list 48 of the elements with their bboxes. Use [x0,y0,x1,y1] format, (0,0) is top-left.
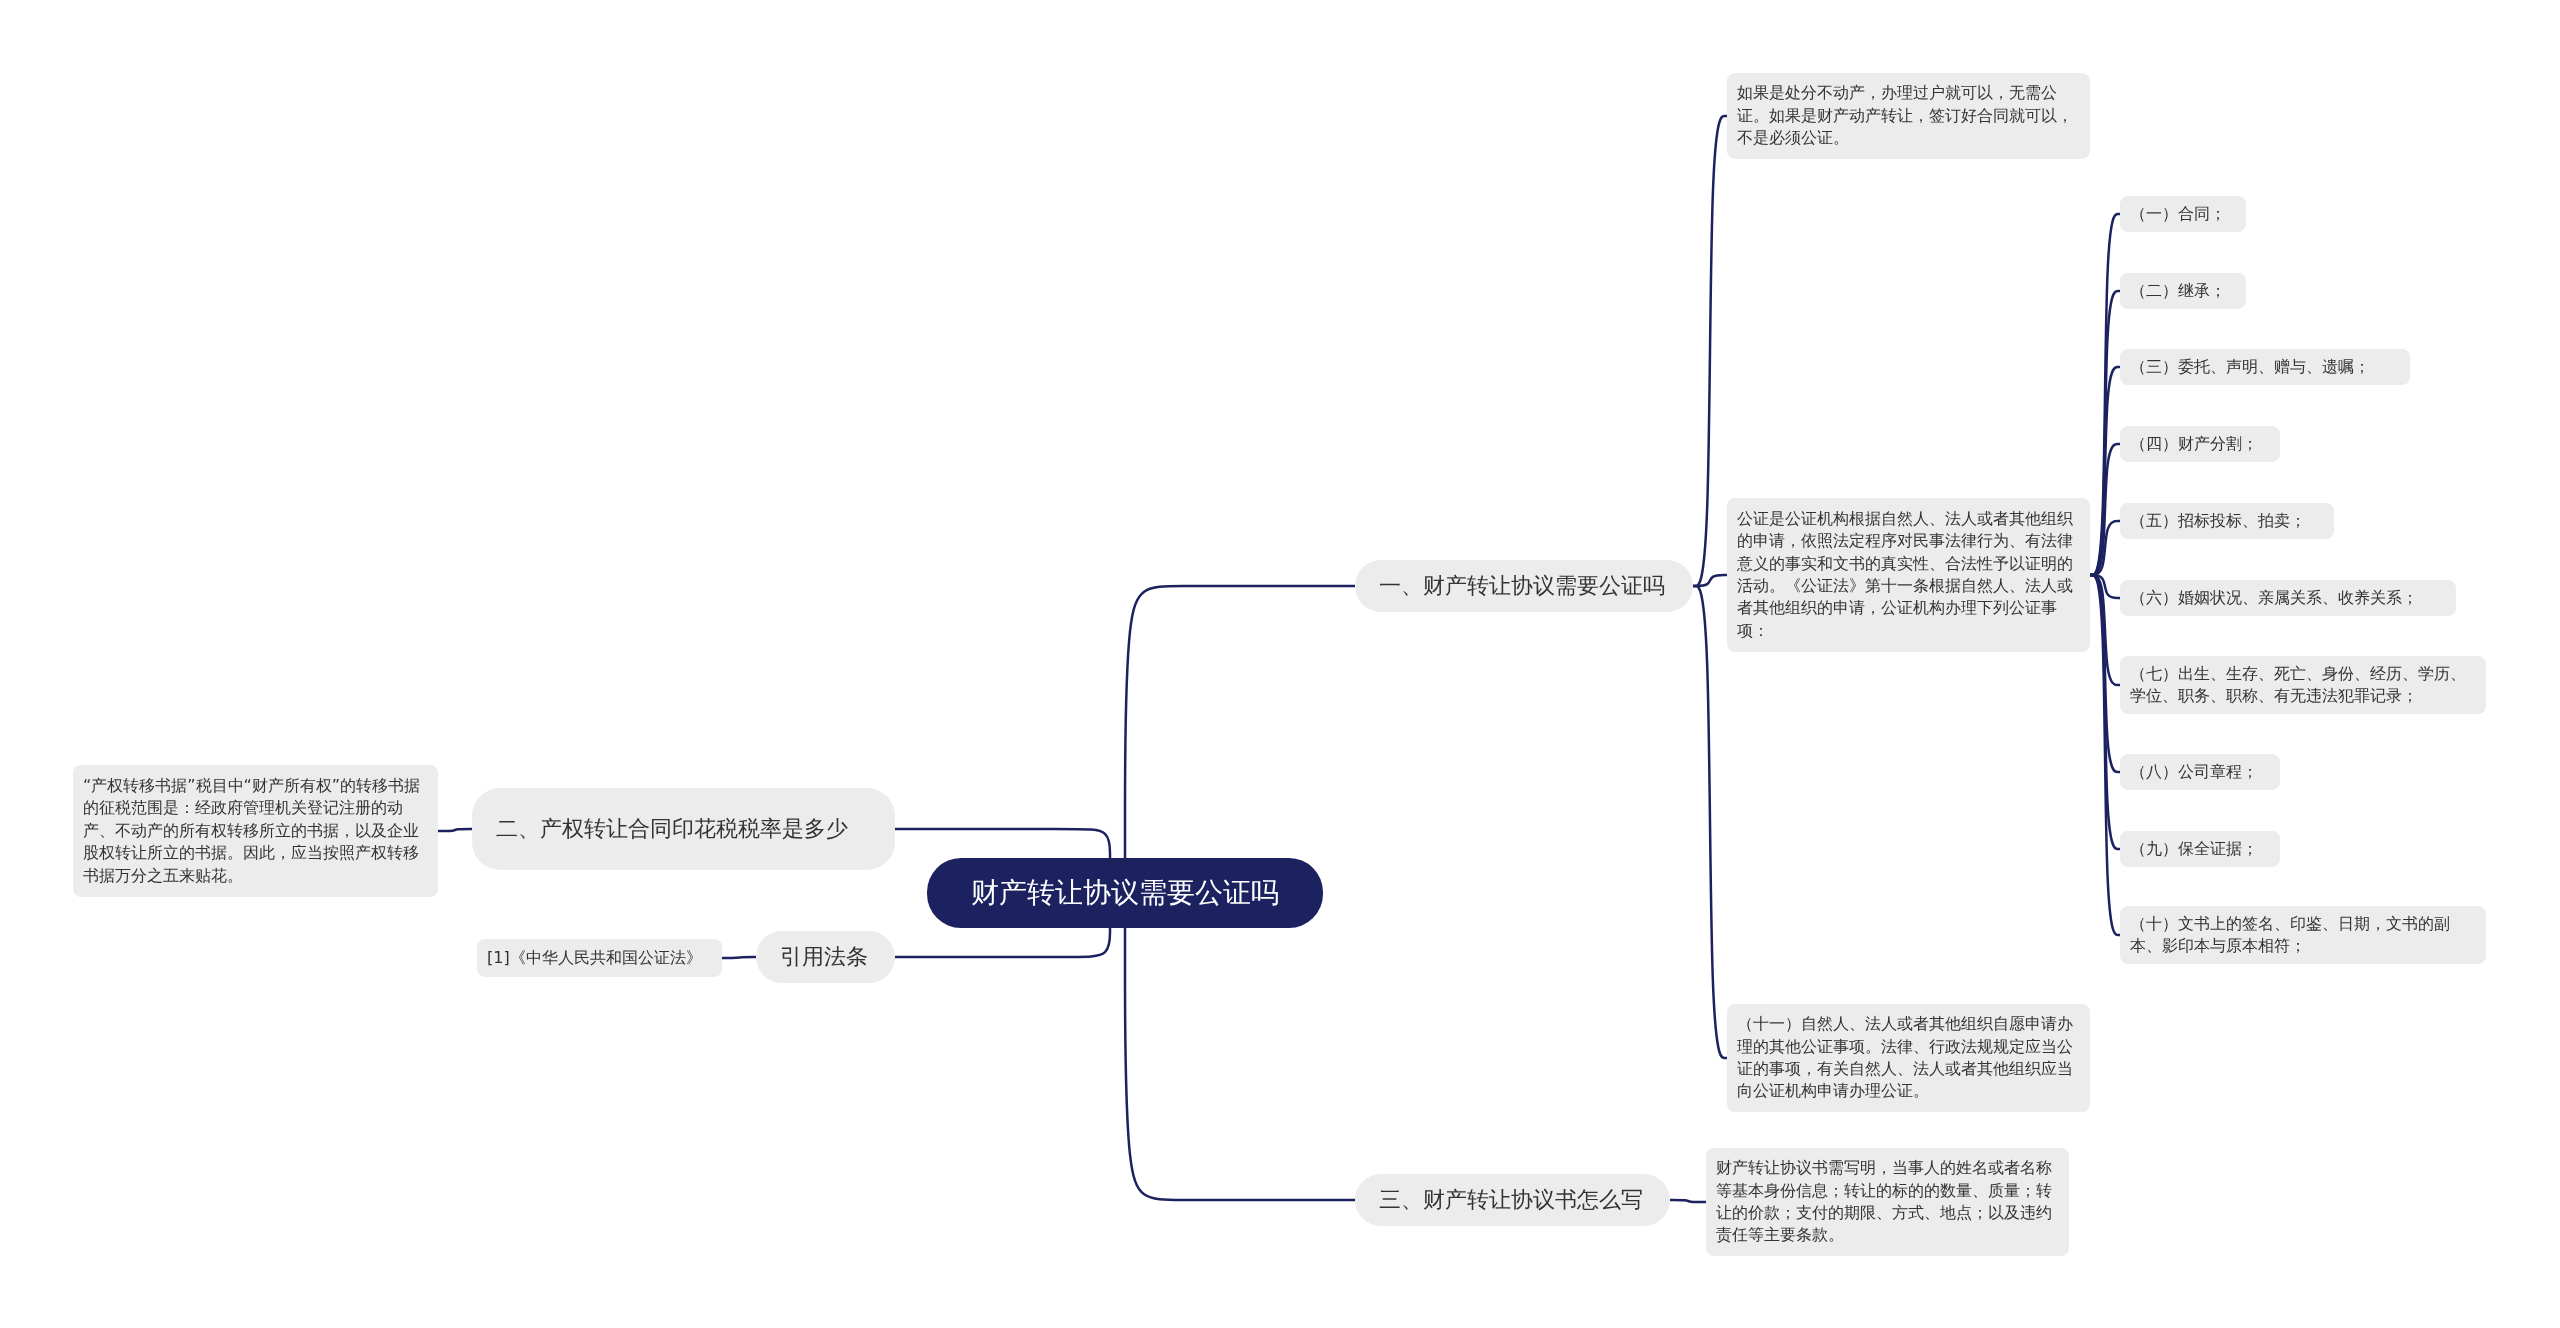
note-text: （四）财产分割； [2130,432,2258,455]
note-box [477,939,722,977]
topic-text: 二、产权转让合同印花税税率是多少 [496,815,848,843]
note-text: （十）文书上的签名、印鉴、日期，文书的副本、影印本与原本相符； [2130,912,2451,957]
central-topic-text: 财产转让协议需要公证吗 [971,875,1279,911]
note-text: （十一）自然人、法人或者其他组织自愿申请办理的其他公证事项。法律、行政法规规定应当公证的事项，有关自然人、法人或者其他组织应当向公证机构申请办理公证。 [1737,1013,2074,1103]
note-box [2120,349,2410,385]
topic-box [756,931,895,983]
note-box [73,765,438,897]
connector-line [1692,584,1728,1060]
note-text: 如果是处分不动产，办理过户就可以，无需公证。如果是财产动产转让，签订好合同就可以，不是必须公证。 [1737,82,2074,150]
topic-text: 三、财产转让协议书怎么写 [1379,1186,1643,1214]
connector-line [895,827,1112,858]
note-text: “产权转移书据”税目中“财产所有权”的转移书据的征税范围是：经政府管理机关登记注册的动产、不动产的所有权转移所立的书据，以及企业股权转让所立的书据。因此，应当按照产权转移书据万分之五来贴花。 [83,775,422,887]
note-text: （五）招标投标、拍卖； [2130,509,2306,532]
note-text: （八）公司章程； [2130,760,2258,783]
note-text: （六）婚姻状况、亲属关系、收养关系； [2130,586,2418,609]
note-box [2120,273,2246,309]
note-box [1727,498,2090,652]
note-text: （三）委托、声明、赠与、遗嘱； [2130,355,2370,378]
note-text: （七）出生、生存、死亡、身份、经历、学历、学位、职务、职称、有无违法犯罪记录； [2130,662,2467,707]
topic-text: 引用法条 [780,943,868,971]
note-box [2120,831,2280,867]
note-text: （九）保全证据； [2130,837,2258,860]
note-text: [1]《中华人民共和国公证法》 [487,946,702,969]
note-box [2120,906,2486,964]
note-box [2120,656,2486,714]
note-text: （一）合同； [2130,202,2226,225]
note-box [1706,1148,2069,1256]
note-box [1727,1004,2090,1112]
connector-line [1123,928,1355,1202]
connector-line [1670,1198,1706,1204]
note-text: （二）继承； [2130,279,2226,302]
note-box [2120,580,2456,616]
note-box [1727,73,2090,159]
connector-line [895,928,1112,959]
connector-line [1123,584,1355,858]
note-text: 公证是公证机构根据自然人、法人或者其他组织的申请，依照法定程序对民事法律行为、有法律意义的事实和文书的真实性、合法性予以证明的活动。《公证法》第十一条根据自然人、法人或者其他组织的申请，公证机构办理下列公证事项： [1737,507,2074,642]
connector-line [438,827,472,833]
note-box [2120,754,2280,790]
note-box [2120,426,2280,462]
topic-box [472,788,895,870]
note-box [2120,503,2334,539]
note-box [2120,196,2246,232]
topic-text: 一、财产转让协议需要公证吗 [1379,572,1665,600]
topic-box [1355,1174,1670,1226]
topic-box [1355,560,1693,612]
note-text: 财产转让协议书需写明，当事人的姓名或者名称等基本身份信息；转让的标的的数量、质量；转让的价款；支付的期限、方式、地点；以及违约责任等主要条款。 [1716,1157,2053,1247]
